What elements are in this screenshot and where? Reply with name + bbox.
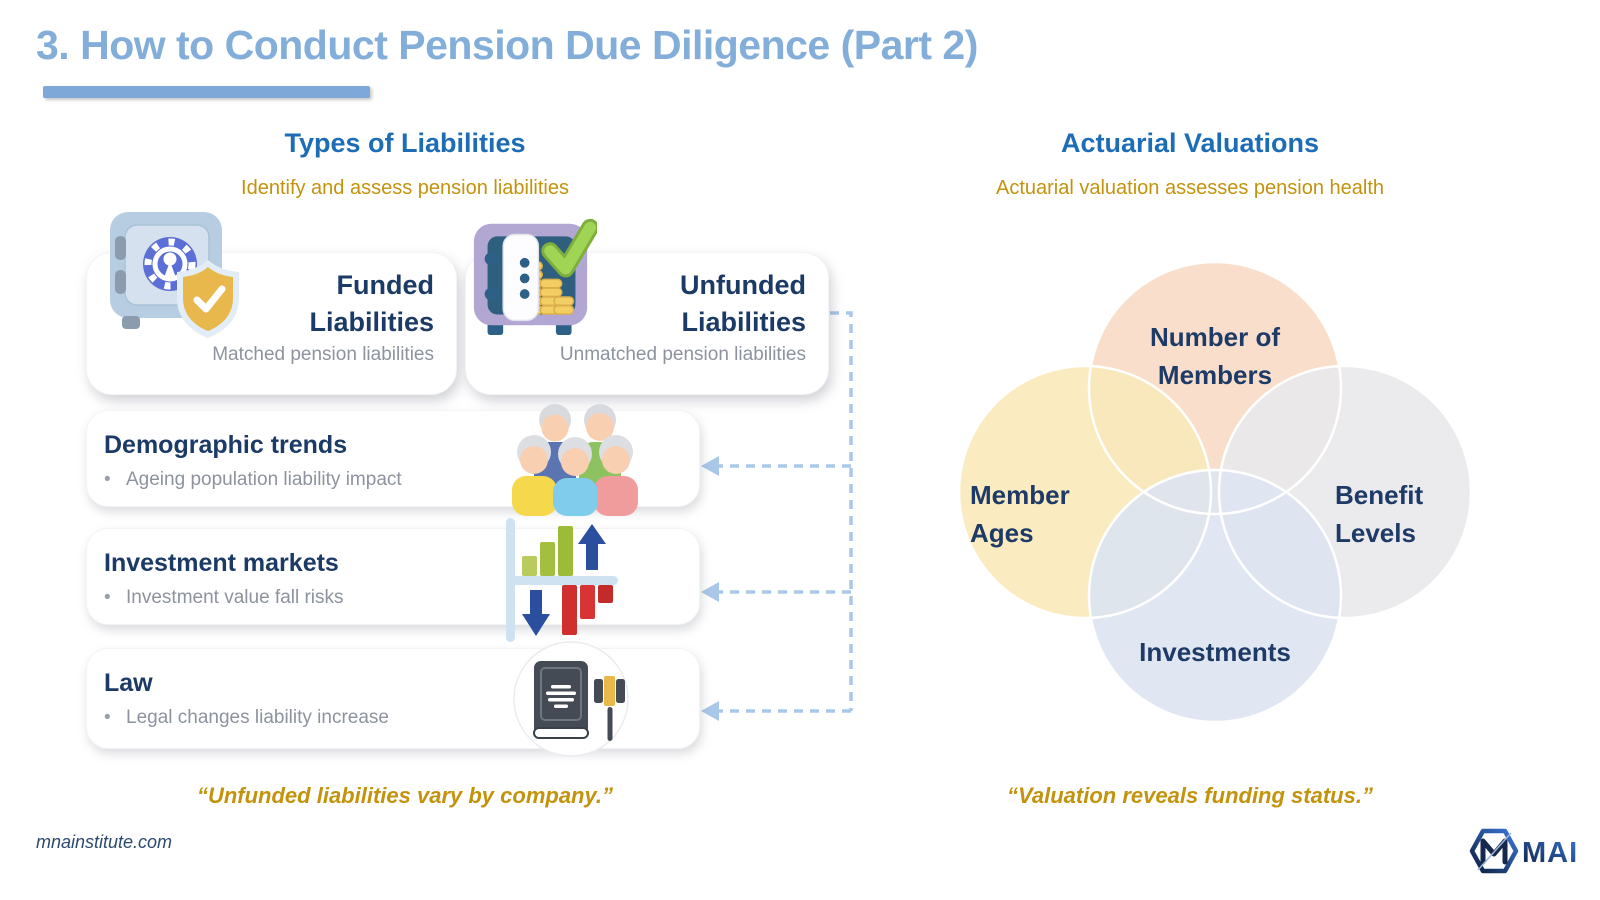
elderly-group-icon [512,404,638,516]
row-investment-bullet: • Investment value fall risks [104,584,699,612]
left-section-header: Types of Liabilities [284,128,526,158]
row-investment-title: Investment markets [104,549,339,577]
row-law-title: Law [104,669,153,697]
row-investment-bullet-text: Investment value fall risks [126,587,344,608]
row-law-bullet: • Legal changes liability increase [104,704,699,732]
venn-circle-investments [1089,470,1341,722]
left-section-subtitle: Identify and assess pension liabilities [241,177,569,199]
venn-circles [957,260,1473,724]
unfunded-desc: Unmatched pension liabilities [559,344,806,365]
right-quote: “Valuation reveals funding status.” [1007,783,1373,808]
venn-label-benefit-levels: Benefit Levels [1335,480,1424,548]
venn-label-investments: Investments [1139,637,1291,667]
mai-logo: MAI [1469,828,1578,874]
left-quote: “Unfunded liabilities vary by company.” [196,783,614,808]
hexagon-icon [1469,828,1519,874]
bullet-dot: • [104,469,111,490]
funded-title-line1: Funded [336,270,434,300]
right-section-header: Actuarial Valuations [1060,128,1320,158]
row-law-bullet-text: Legal changes liability increase [126,707,389,728]
right-section-subtitle: Actuarial valuation assesses pension hea… [995,177,1385,199]
unfunded-liabilities-card: Unfunded Liabilities Unmatched pension l… [465,252,829,395]
page-title: 3. How to Conduct Pension Due Diligence … [36,22,978,68]
market-up-down-icon [506,518,618,642]
funded-desc: Matched pension liabilities [212,344,434,365]
row-demographic-bullet: • Ageing population liability impact [104,466,699,494]
title-underline [43,86,370,98]
actuarial-venn-diagram: Number of Members Member Ages Benefit Le… [940,252,1490,732]
venn-label-number-of-members: Number of Members [1150,322,1280,390]
site-url: mnainstitute.com [36,832,173,852]
funded-title-line2: Liabilities [309,307,434,337]
bullet-dot: • [104,587,111,608]
logo-text: MAI [1522,837,1578,869]
open-safe-coins-check-icon [473,218,597,336]
funded-liabilities-card: Funded Liabilities Matched pension liabi… [86,252,457,395]
row-demographic-title: Demographic trends [104,431,348,459]
unfunded-title-line1: Unfunded [680,270,806,300]
row-demographic-bullet-text: Ageing population liability impact [126,469,402,490]
venn-label-member-ages: Member Ages [970,480,1070,548]
safe-shield-icon [110,212,239,338]
bullet-dot: • [104,707,111,728]
law-book-gavel-icon [513,641,629,757]
unfunded-title-line2: Liabilities [681,307,806,337]
